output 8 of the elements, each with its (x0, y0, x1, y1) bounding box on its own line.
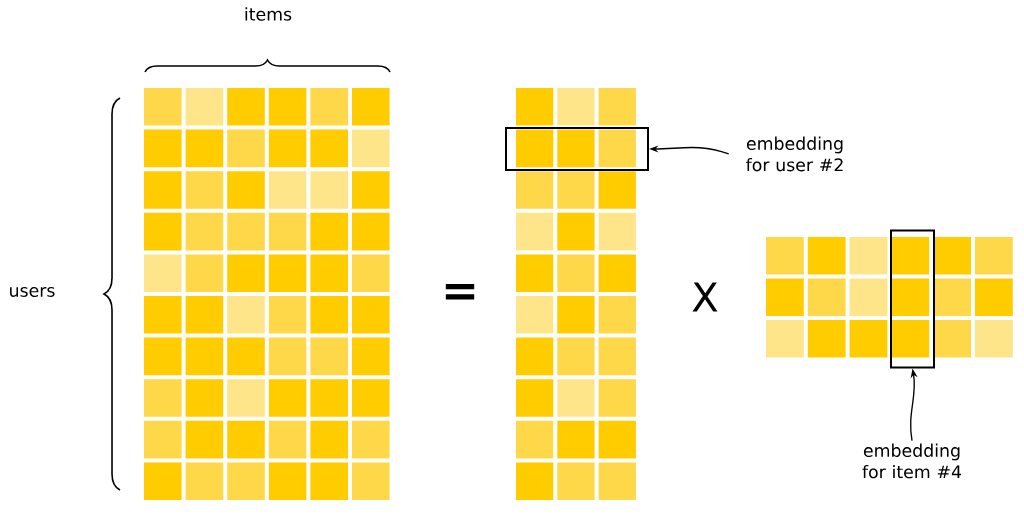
axis-label: users (10, 287, 55, 297)
highlight-box (505, 127, 649, 171)
highlight-box (890, 229, 935, 369)
annotation-text: embedding for user #2 (746, 136, 843, 172)
axis-label: items (245, 7, 292, 21)
equals-sign: = (445, 284, 475, 300)
times-sign: X (692, 282, 718, 312)
annotation-text: embedding for item #4 (862, 443, 962, 479)
